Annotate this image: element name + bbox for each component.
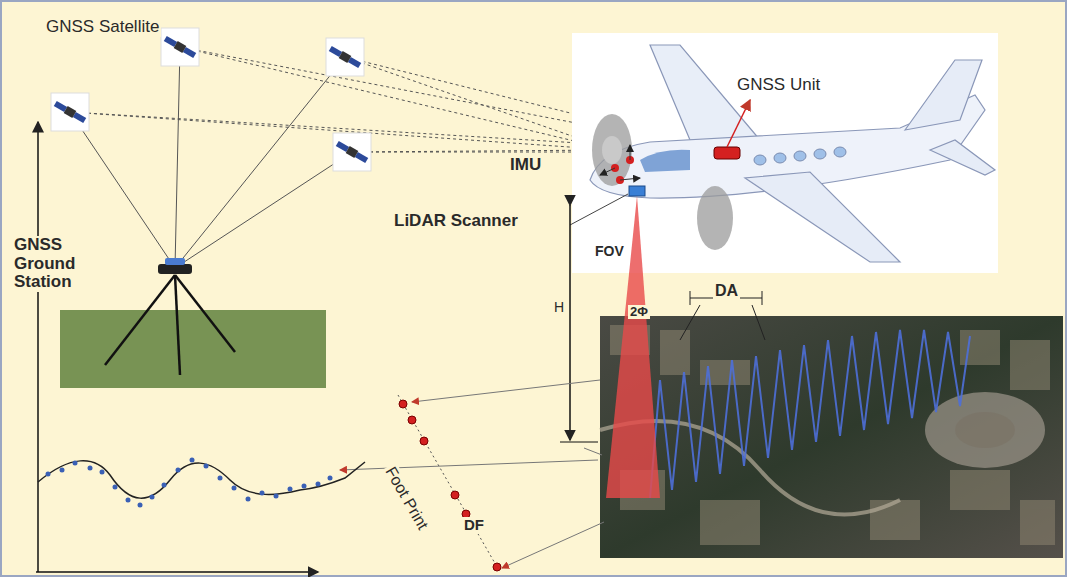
dimension-label: DF: [462, 517, 486, 534]
satellite-label: GNSS Satellite: [44, 18, 161, 37]
height-label: H: [552, 300, 566, 315]
imu-label: IMU: [508, 156, 543, 175]
scanner-label: LiDAR Scanner: [392, 212, 520, 231]
gnss-unit-label: GNSS Unit: [735, 76, 822, 95]
dimension-label: DA: [713, 282, 740, 300]
fov-label: FOV: [593, 244, 626, 259]
ground-station-label: GNSS Ground Station: [12, 236, 126, 292]
angle-label: 2Φ: [628, 305, 650, 319]
